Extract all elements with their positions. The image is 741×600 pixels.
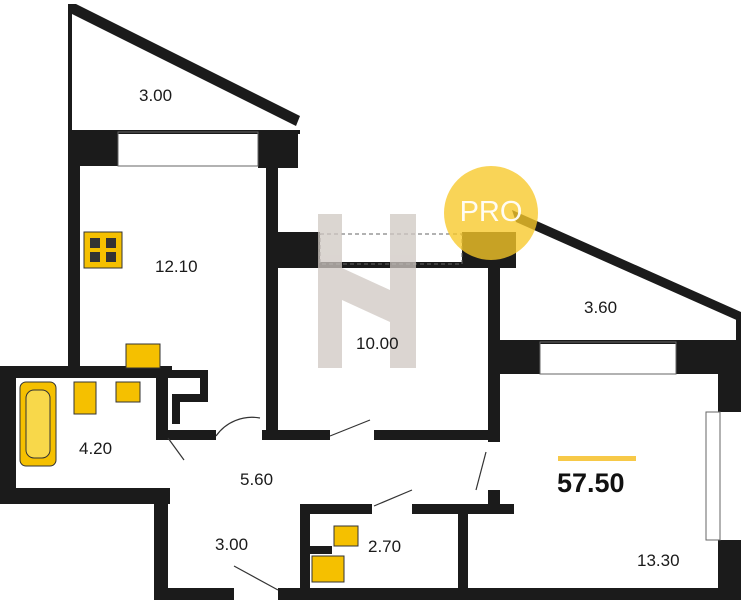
room-area-hall: 5.60: [240, 470, 274, 489]
room-area-balcony-right: 3.60: [584, 298, 618, 317]
kitchen-sink-icon: [125, 343, 161, 369]
door-kitchen: [215, 416, 261, 437]
kitchen-wall-left: [68, 132, 80, 370]
window-kitchen: [117, 131, 259, 167]
hall-wall-top-a: [156, 430, 216, 440]
windows: [117, 131, 721, 541]
room-area-bathroom: 4.20: [79, 439, 113, 458]
hall-wall-bottom: [154, 588, 234, 600]
toilet-wall-left: [300, 504, 310, 594]
room-area-living: 10.00: [356, 334, 399, 353]
balcony-top-wall: [68, 4, 300, 132]
bath-wall-bottom: [0, 488, 170, 504]
room-area-toilet: 2.70: [368, 537, 402, 556]
bath-sink-icon: [115, 381, 141, 403]
living-wall-right: [488, 232, 500, 442]
wc-toilet-icon: [311, 555, 345, 583]
watermark-logo: [318, 214, 416, 368]
room-area-kitchen: 12.10: [155, 257, 198, 276]
shaft-right: [200, 370, 208, 402]
window-bedroom-side: [705, 411, 721, 541]
hall-wall-left: [154, 488, 168, 600]
living-wall-top: [266, 232, 320, 266]
bath-toilet-icon: [73, 381, 97, 415]
room-area-bedroom: 13.30: [637, 551, 680, 570]
balcony-right-wall: [512, 210, 741, 322]
bedroom-wall-right: [718, 340, 741, 412]
kitchen-pier-left: [68, 132, 118, 166]
total-area: 57.50: [557, 468, 625, 498]
window-bedroom: [539, 341, 677, 375]
fixtures: [19, 231, 359, 583]
bath-wall-top: [0, 366, 172, 378]
pro-watermark-text: PRO: [459, 196, 523, 228]
doors: [167, 416, 487, 591]
wc-sink-icon: [333, 525, 359, 547]
total-accent-bar: [558, 456, 636, 461]
shaft-top: [156, 370, 208, 378]
bath-wall-left: [0, 366, 16, 504]
balcony-right-side: [736, 312, 741, 342]
door-toilet: [373, 489, 413, 507]
door-bedroom: [475, 451, 487, 491]
pro-watermark: PRO: [444, 166, 538, 260]
room-area-balcony-top: 3.00: [139, 86, 173, 105]
toilet-wall-right: [458, 504, 468, 594]
bedroom-wall-right-low: [718, 540, 741, 600]
hall-wall-bottom-b: [278, 588, 741, 600]
shaft-left: [172, 394, 180, 424]
toilet-wall-top: [300, 504, 372, 514]
door-living: [329, 419, 371, 437]
door-entry: [233, 565, 279, 591]
room-area-hall-lower: 3.00: [215, 535, 249, 554]
hall-wall-top-c: [374, 430, 500, 440]
stove-icon: [83, 231, 123, 269]
bedroom-pier-left: [500, 340, 540, 374]
door-bath: [167, 437, 185, 461]
shaft-bottom: [172, 394, 208, 402]
hall-wall-top-b: [262, 430, 330, 440]
toilet-inner: [310, 546, 332, 554]
bedroom-wall-left: [488, 490, 500, 514]
bath-wall-right: [156, 370, 168, 436]
kitchen-wall-right: [266, 132, 278, 436]
